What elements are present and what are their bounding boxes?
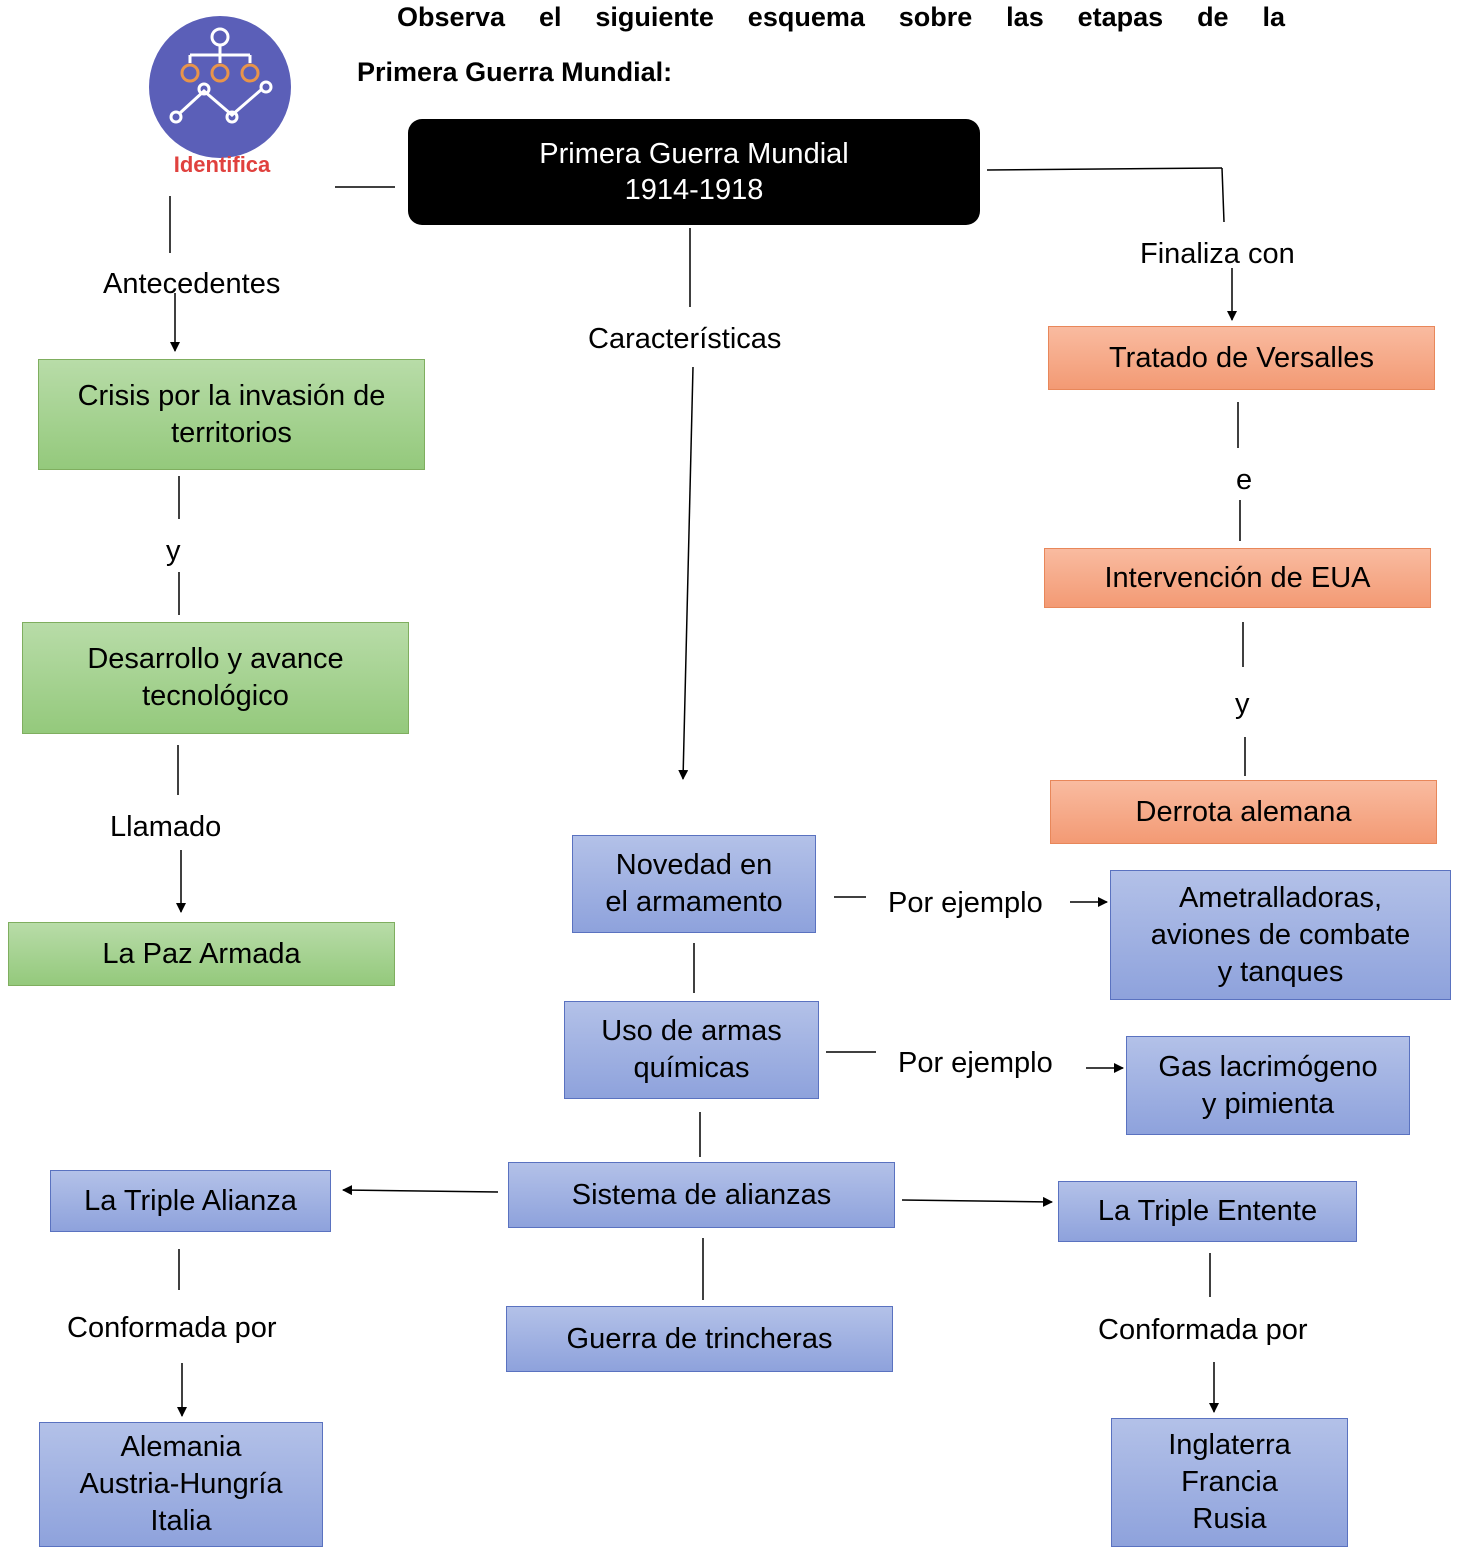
node-derrota: Derrota alemana: [1050, 780, 1437, 844]
node-trincheras: Guerra de trincheras: [506, 1306, 893, 1372]
arrow-triple-entente: [901, 1196, 1053, 1207]
node-crisis: Crisis por la invasión de territorios: [38, 359, 425, 470]
label-caracteristicas: Características: [588, 323, 782, 355]
label-y-right: y: [1235, 688, 1250, 720]
hierarchy-chart-icon: [149, 16, 291, 158]
instruction-line-2: Primera Guerra Mundial:: [357, 57, 673, 87]
node-miembros-entente: Inglaterra Francia Rusia: [1111, 1418, 1348, 1547]
arrow-triple-alianza: [342, 1185, 499, 1196]
node-paz-armada: La Paz Armada: [8, 922, 395, 986]
arrow-caracteristicas: [678, 366, 694, 780]
instruction-line-1: Observa el siguiente esquema sobre las e…: [397, 2, 1285, 32]
logo-label: Identifica: [173, 152, 271, 177]
label-finaliza: Finaliza con: [1140, 238, 1295, 270]
node-miembros-alianza: Alemania Austria-Hungría Italia: [39, 1422, 323, 1547]
node-alianzas: Sistema de alianzas: [508, 1162, 895, 1228]
label-ejemplo-2: Por ejemplo: [898, 1047, 1053, 1079]
node-versalles: Tratado de Versalles: [1048, 326, 1435, 390]
node-eua: Intervención de EUA: [1044, 548, 1431, 608]
identifica-logo: Identifica: [148, 15, 296, 185]
label-antecedentes: Antecedentes: [103, 268, 281, 300]
label-llamado: Llamado: [110, 811, 222, 843]
node-novedad: Novedad en el armamento: [572, 835, 816, 933]
node-desarrollo: Desarrollo y avance tecnológico: [22, 622, 409, 734]
node-armas-quimicas: Uso de armas químicas: [564, 1001, 819, 1099]
label-e: e: [1236, 464, 1253, 496]
central-node: Primera Guerra Mundial 1914-1918: [408, 119, 980, 225]
node-triple-alianza: La Triple Alianza: [50, 1170, 331, 1232]
label-conformada-2: Conformada por: [1098, 1314, 1308, 1346]
connector-central-right: [986, 167, 1223, 171]
node-triple-entente: La Triple Entente: [1058, 1181, 1357, 1242]
label-y-left: y: [166, 535, 181, 567]
node-gas: Gas lacrimógeno y pimienta: [1126, 1036, 1410, 1135]
connector-right-drop: [1221, 167, 1225, 223]
label-conformada-1: Conformada por: [67, 1312, 277, 1344]
node-ametralladoras: Ametralladoras, aviones de combate y tan…: [1110, 870, 1451, 1000]
label-ejemplo-1: Por ejemplo: [888, 887, 1043, 919]
